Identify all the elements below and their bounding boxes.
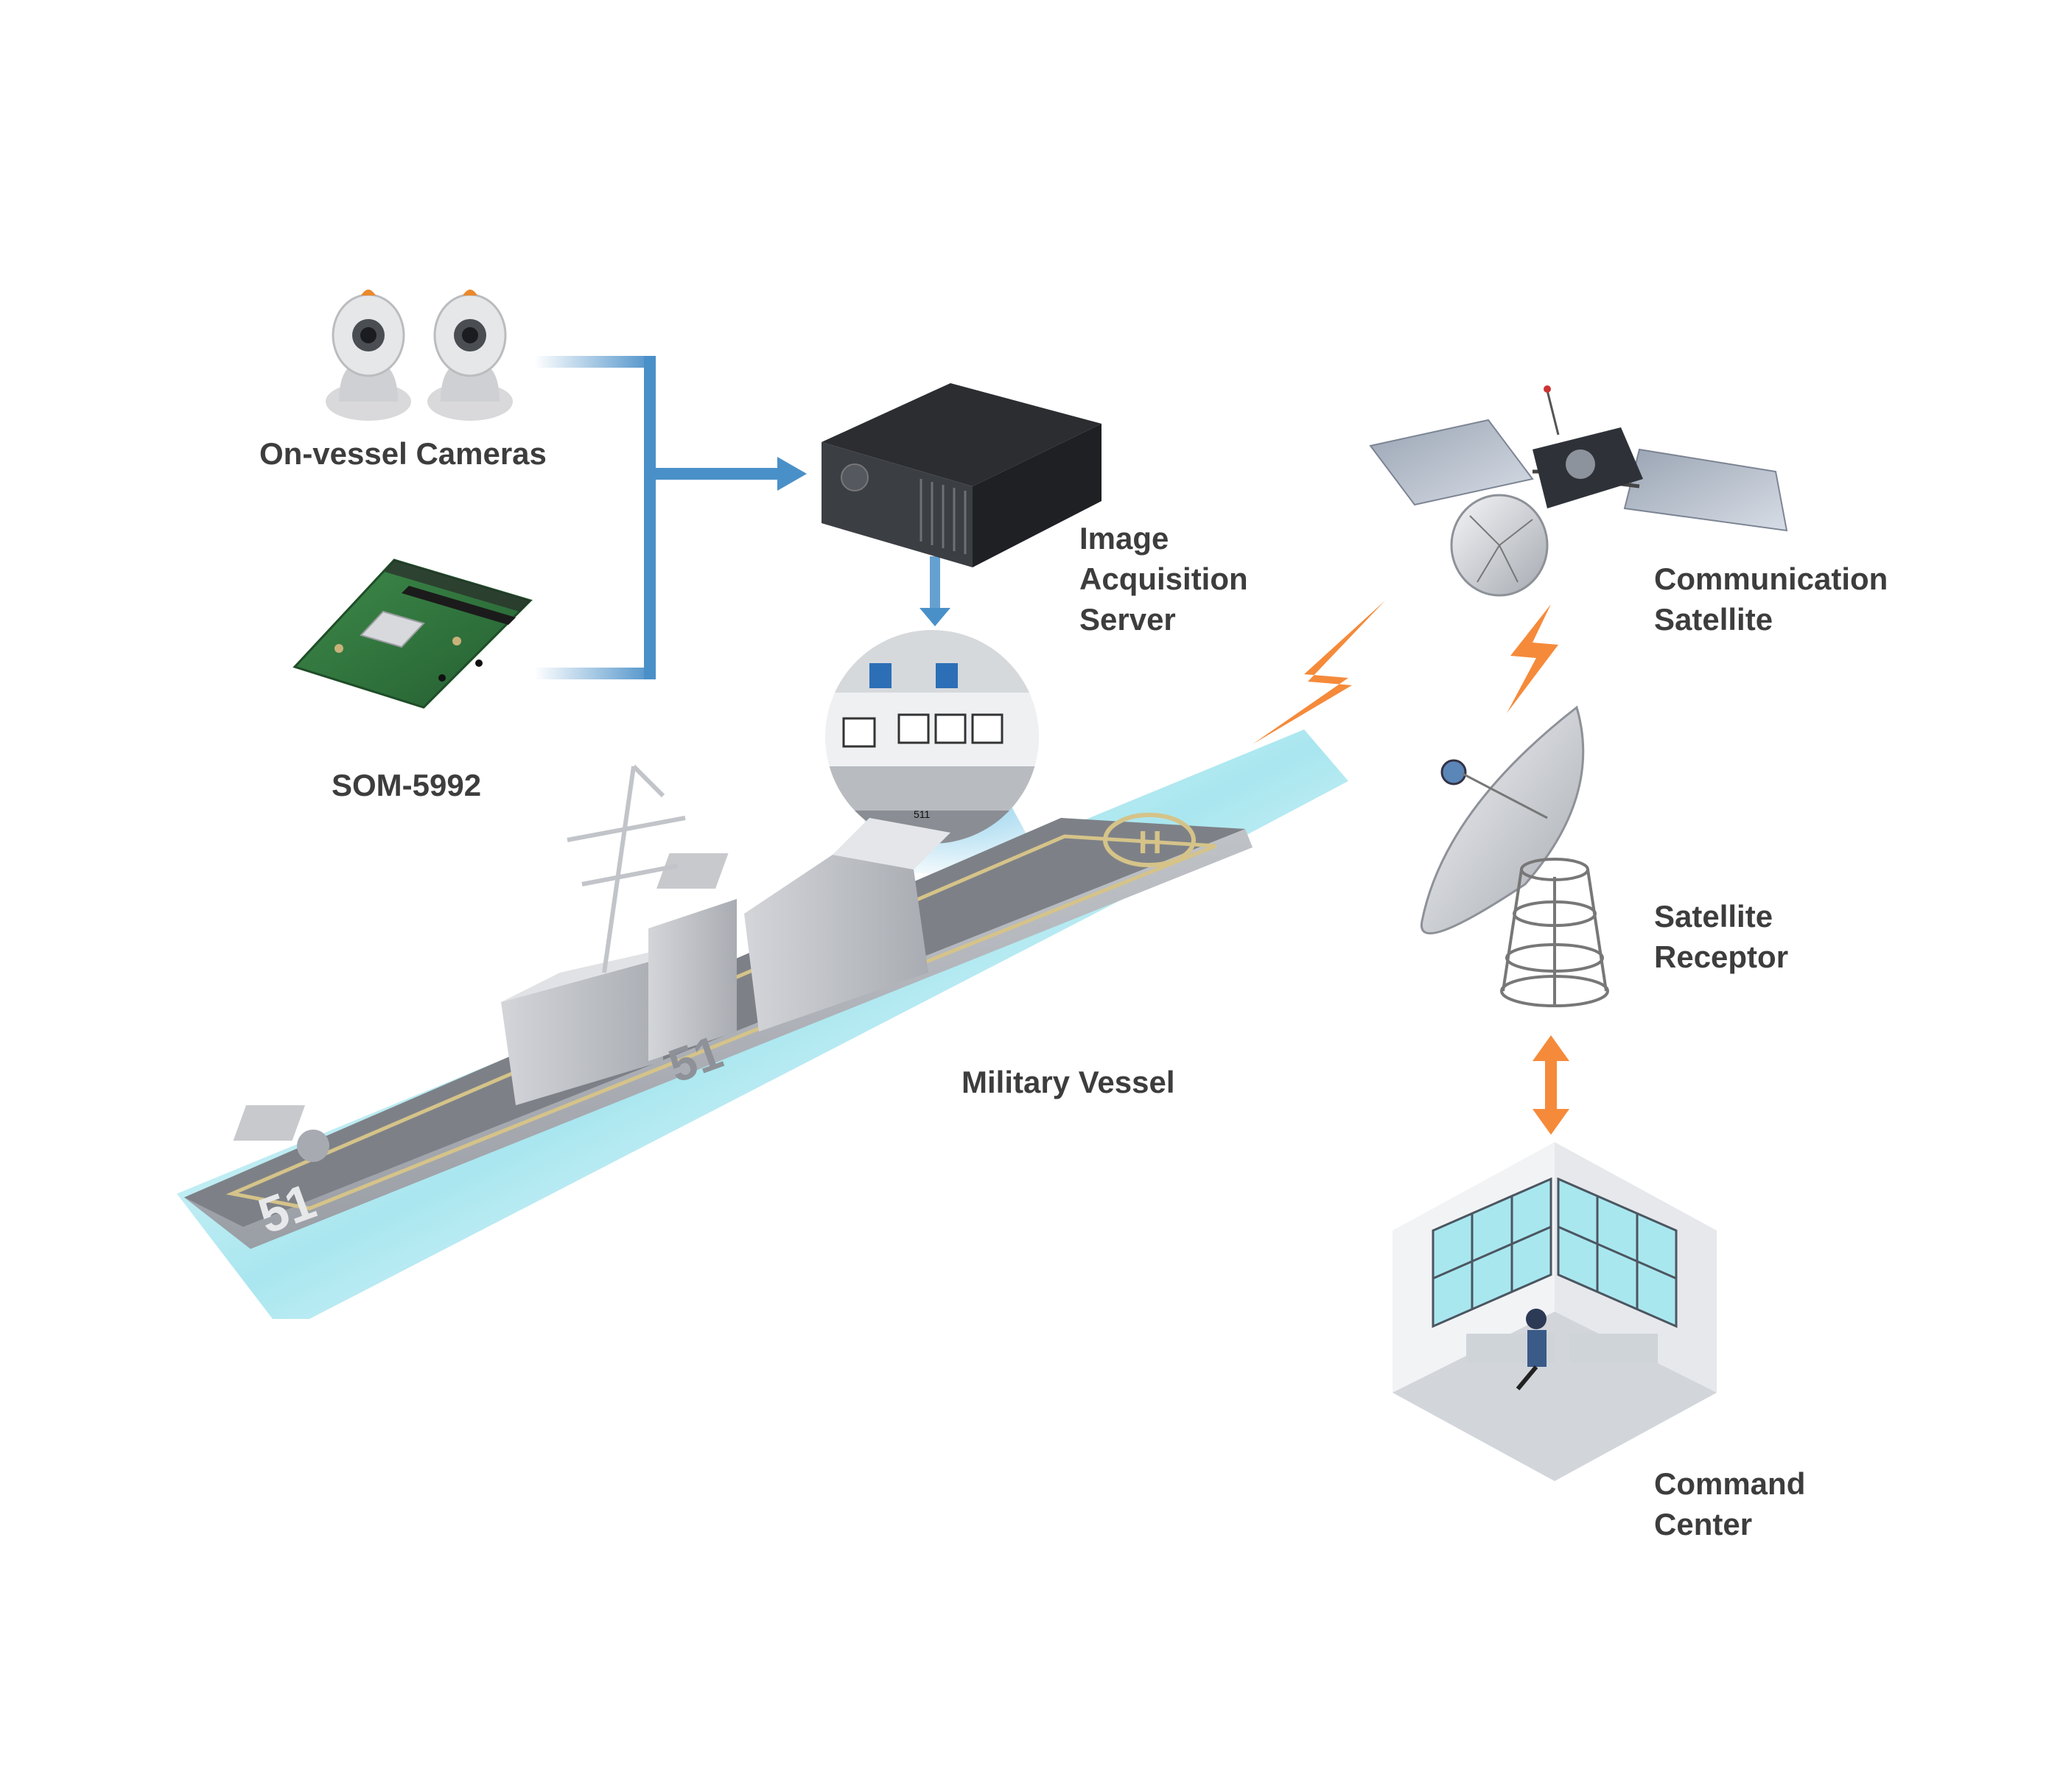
arrow-to-server-icon [777, 457, 807, 491]
vessel-label: Military Vessel [962, 1065, 1175, 1099]
lightning-bolt-icon [1507, 604, 1558, 713]
lightning-bolt-icon [1253, 601, 1385, 744]
satellite-label-line2: Satellite [1654, 602, 1773, 637]
webcam-icon [326, 290, 513, 421]
server-label-line3: Server [1079, 602, 1176, 637]
double-arrow-icon [1533, 1035, 1569, 1135]
console-number: 511 [914, 808, 931, 820]
server-label-line1: Image [1079, 521, 1169, 556]
command-label-line1: Command [1654, 1466, 1805, 1501]
camera-connector [534, 356, 807, 679]
server-to-monitor-connector [920, 556, 950, 626]
control-room-icon [1393, 1142, 1717, 1481]
arrow-down-icon [920, 608, 950, 626]
helipad-mark: H [1138, 825, 1162, 861]
receptor-label-line1: Satellite [1654, 899, 1773, 934]
warship-icon: H 51 51 [177, 729, 1348, 1319]
satellite-icon [1369, 385, 1788, 597]
som-label: SOM-5992 [332, 768, 481, 802]
receptor-label-line2: Receptor [1654, 939, 1788, 974]
helipad [1103, 813, 1196, 867]
satellite-label-line1: Communication [1654, 561, 1888, 596]
server-label-line2: Acquisition [1079, 561, 1248, 596]
cameras-label: On-vessel Cameras [259, 436, 547, 471]
satellite-dish-icon [1420, 705, 1609, 1007]
command-label-line2: Center [1654, 1507, 1752, 1541]
circuit-board-icon [293, 559, 533, 709]
rack-server-icon [822, 383, 1101, 778]
